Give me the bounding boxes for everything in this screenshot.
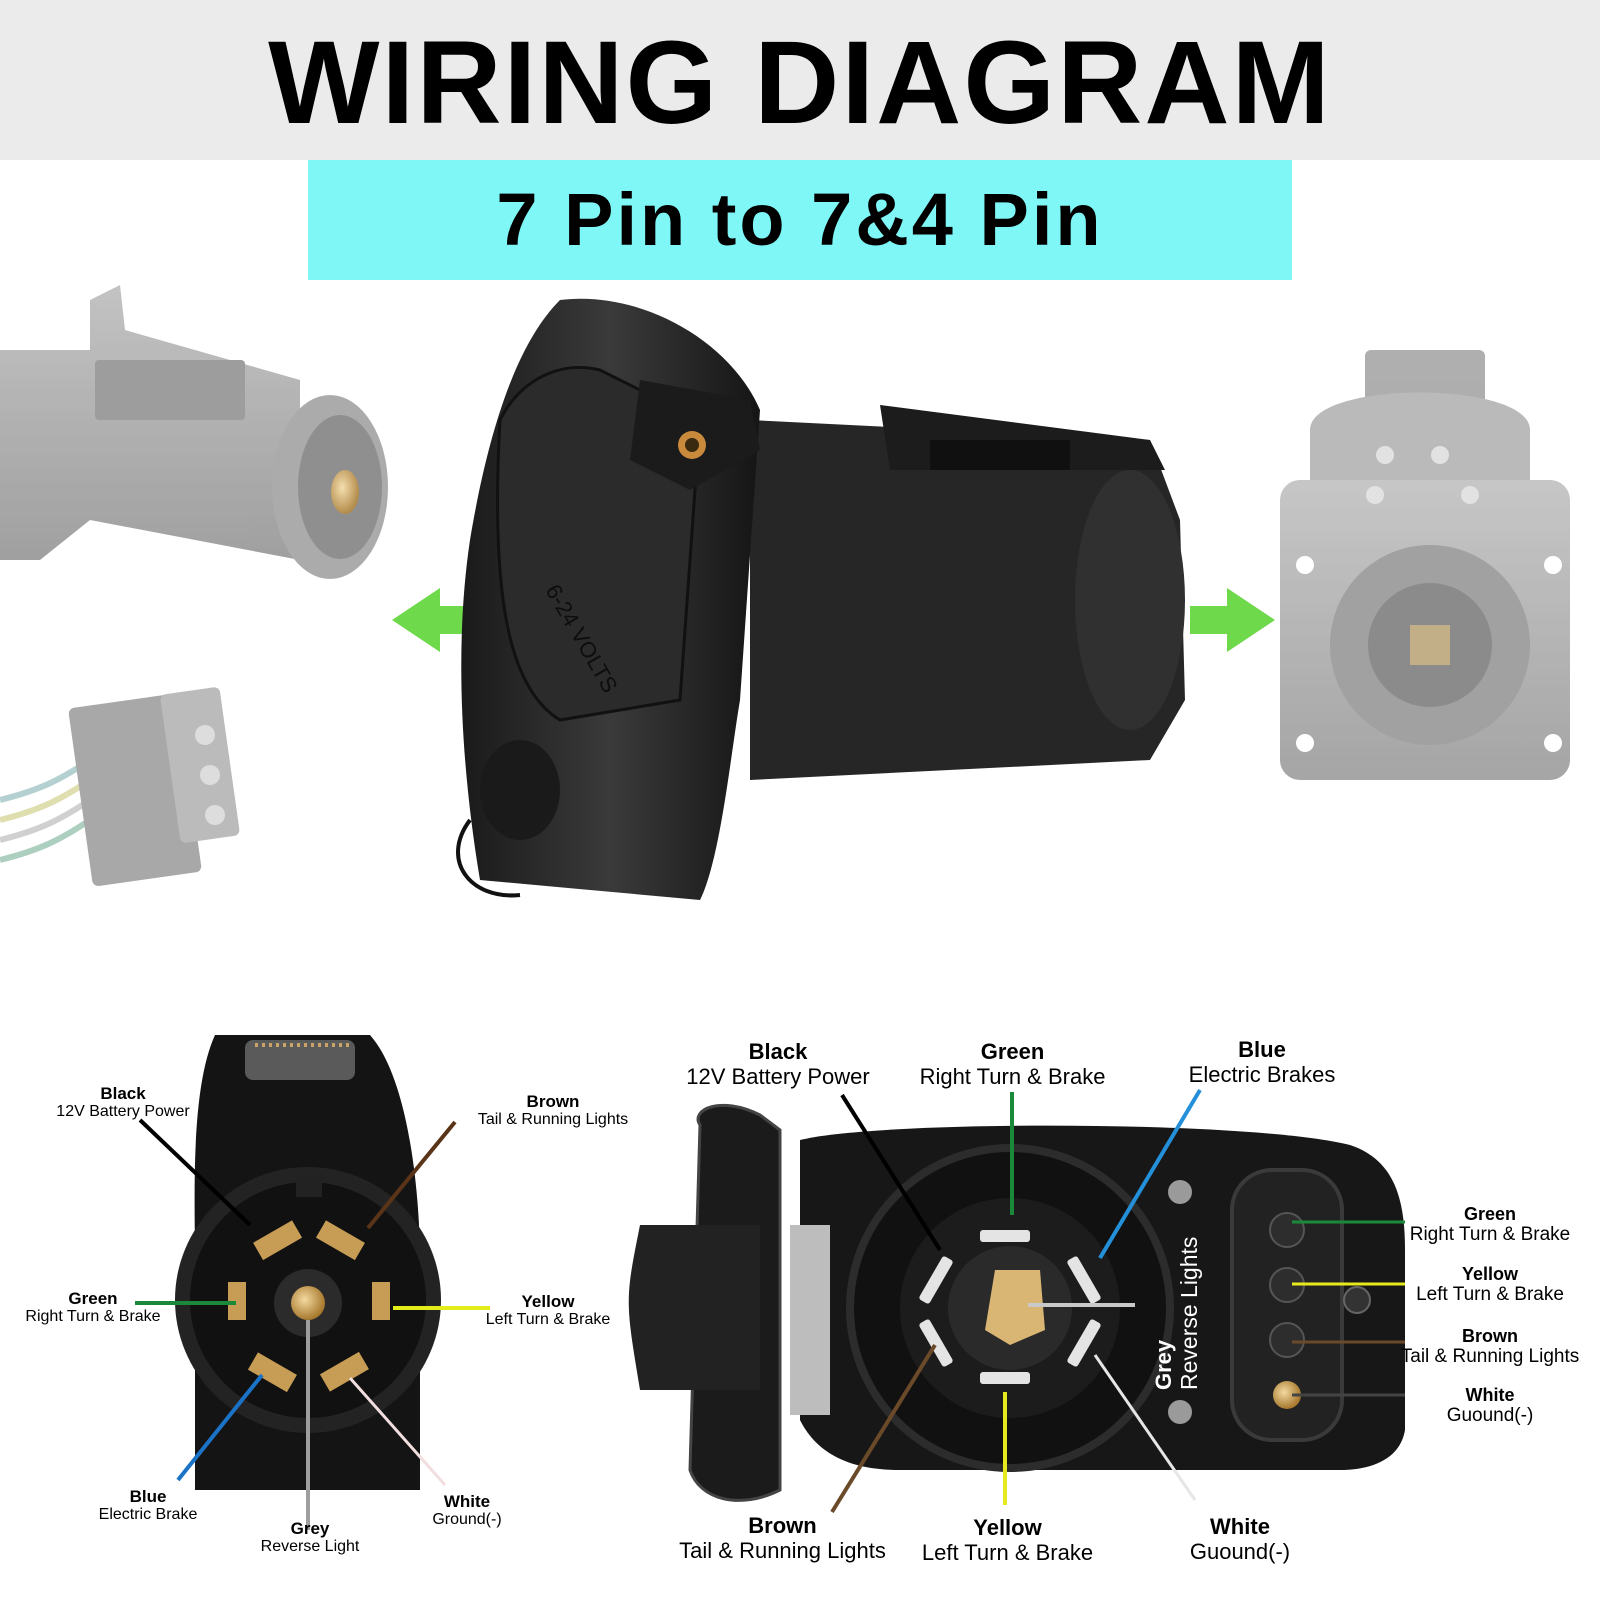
adapter-product-image: 6-24 VOLTS [456, 298, 1185, 900]
plug-face-image [175, 1035, 441, 1490]
right-arrow-icon [1190, 588, 1275, 652]
subtitle-banner: 7 Pin to 7&4 Pin [308, 160, 1292, 280]
socket-face-image [628, 1104, 1405, 1502]
plug-leader-lines [135, 1118, 490, 1530]
faded-4pin-connector-image [0, 687, 240, 887]
socket-leader-lines [830, 1088, 1405, 1514]
page-title: WIRING DIAGRAM [268, 17, 1332, 149]
faded-7pin-plug-image [0, 285, 388, 579]
faded-bracket-socket-image [1280, 350, 1570, 780]
header-band [0, 0, 1600, 160]
page-subtitle: 7 Pin to 7&4 Pin [496, 178, 1104, 261]
left-arrow-icon [392, 588, 472, 652]
